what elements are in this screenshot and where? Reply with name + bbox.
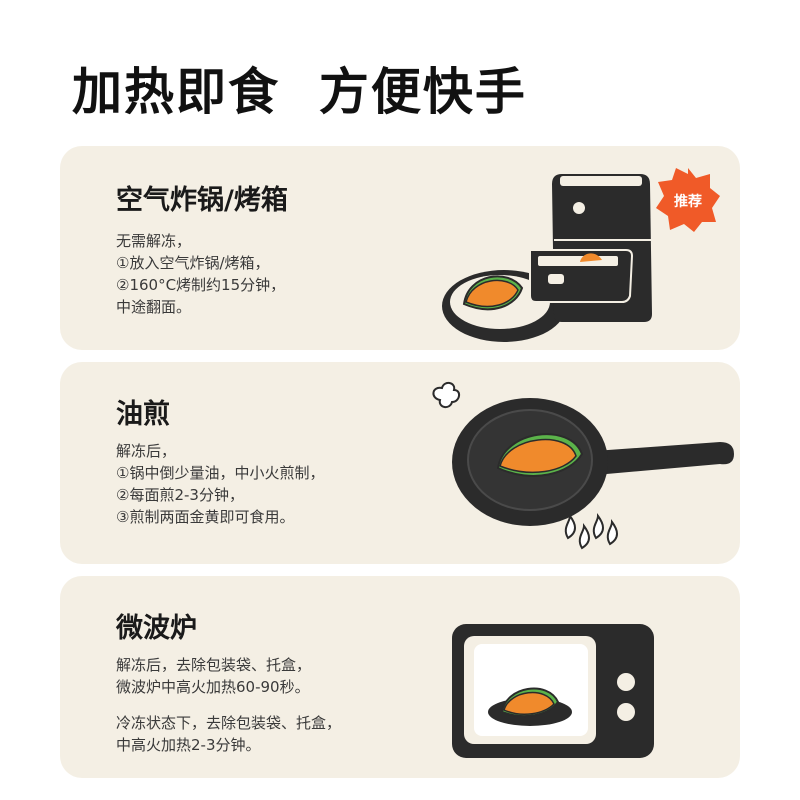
step-line: ③煎制两面金黄即可食用。	[116, 508, 295, 526]
method-steps-microwave: 解冻后，去除包装袋、托盒， 微波炉中高火加热60-90秒。	[116, 654, 311, 698]
page-title: 加热即食 方便快手	[72, 63, 527, 121]
method-title-air-fryer: 空气炸锅/烤箱	[116, 185, 288, 216]
recommend-badge-label: 推荐	[674, 193, 702, 210]
step-line: 中高火加热2-3分钟。	[116, 736, 261, 754]
frying-pan-icon	[432, 382, 734, 550]
microwave-icon	[452, 624, 654, 758]
method-card-air-fryer: 空气炸锅/烤箱 无需解冻， ①放入空气炸锅/烤箱， ②160°C烤制约15分钟，…	[60, 146, 740, 350]
steam-icon	[432, 382, 460, 408]
air-fryer-icon: 推荐	[442, 168, 720, 342]
method-card-microwave: 微波炉 解冻后，去除包装袋、托盒， 微波炉中高火加热60-90秒。 冷冻状态下，…	[60, 576, 740, 778]
method-steps-air-fryer: 无需解冻， ①放入空气炸锅/烤箱， ②160°C烤制约15分钟， 中途翻面。	[116, 230, 285, 318]
step-line: ①放入空气炸锅/烤箱，	[116, 254, 270, 272]
flame-icon	[564, 513, 618, 550]
recommend-badge-icon	[656, 168, 720, 232]
method-steps-pan-fry: 解冻后， ①锅中倒少量油，中小火煎制， ②每面煎2-3分钟， ③煎制两面金黄即可…	[116, 440, 324, 528]
step-line: 解冻后，	[116, 442, 177, 460]
step-line: ②每面煎2-3分钟，	[116, 486, 244, 504]
method-steps-microwave-frozen: 冷冻状态下，去除包装袋、托盒， 中高火加热2-3分钟。	[116, 712, 341, 756]
step-line: 微波炉中高火加热60-90秒。	[116, 678, 310, 696]
step-line: 无需解冻，	[116, 232, 192, 250]
step-line: ①锅中倒少量油，中小火煎制，	[116, 464, 325, 482]
step-line: 冷冻状态下，去除包装袋、托盒，	[116, 714, 342, 732]
method-title-microwave: 微波炉	[116, 613, 197, 644]
step-line: 解冻后，去除包装袋、托盒，	[116, 656, 312, 674]
step-line: 中途翻面。	[116, 298, 192, 316]
step-line: ②160°C烤制约15分钟，	[116, 276, 286, 294]
method-title-pan-fry: 油煎	[116, 399, 170, 430]
method-card-pan-fry: 油煎 解冻后， ①锅中倒少量油，中小火煎制， ②每面煎2-3分钟， ③煎制两面金…	[60, 362, 740, 564]
